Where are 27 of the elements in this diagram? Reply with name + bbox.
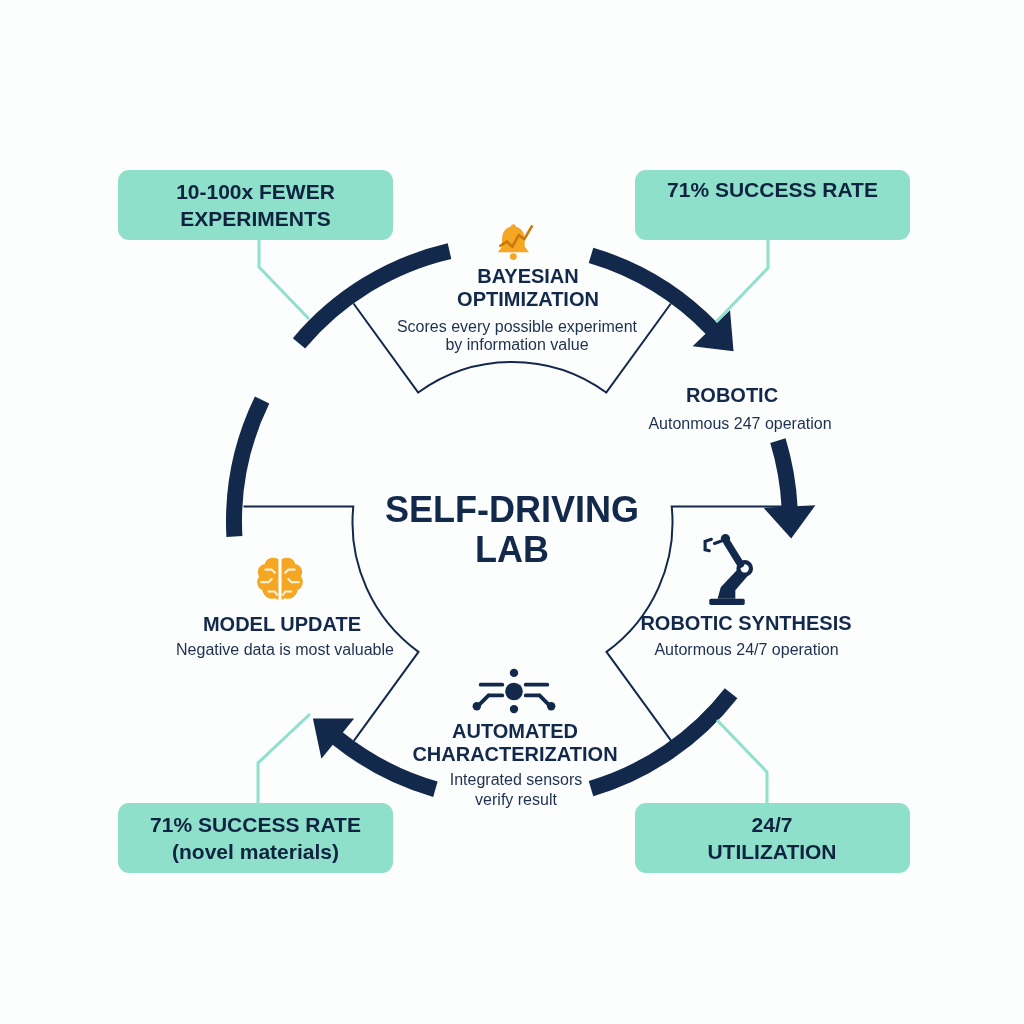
callout-text: 71% SUCCESS RATE (novel materials): [149, 812, 362, 865]
stat-callout: [118, 170, 393, 240]
cycle-arrow: [311, 717, 438, 797]
leader-line: [257, 240, 311, 321]
ring-segment: [588, 687, 738, 797]
stage-description: Autonmous 247 operation: [647, 414, 833, 434]
callout-text: 10-100x FEWER EXPERIMENTS: [175, 179, 336, 232]
stage-description: Negative data is most valuable: [175, 640, 395, 660]
cycle-arrow: [763, 438, 816, 539]
callout-text: 24/7 UTILIZATION: [706, 812, 838, 865]
stage-description: Integrated sensors verify result: [448, 770, 584, 810]
stage-title: ROBOTIC: [684, 383, 780, 407]
ring-segment: [226, 397, 270, 537]
stage-title: MODEL UPDATE: [201, 612, 363, 636]
stat-callout: [635, 170, 910, 240]
stage-description: Scores every possible experiment by information value: [395, 318, 639, 354]
stage-title: AUTOMATED CHARACTERIZATION: [411, 720, 619, 766]
stage-title: BAYESIAN OPTIMIZATION: [456, 265, 600, 311]
stat-callout: [118, 803, 393, 873]
leader-line: [715, 718, 769, 803]
ring-segment: [293, 243, 452, 349]
stage-title: ROBOTIC SYNTHESIS: [639, 611, 853, 635]
callout-text: 71% SUCCESS RATE: [666, 177, 879, 203]
stage-description: Autormous 24/7 operation: [653, 640, 840, 660]
leader-line: [714, 240, 770, 324]
stat-callout: [635, 803, 910, 873]
center-title: SELF-DRIVING LAB: [384, 490, 640, 570]
